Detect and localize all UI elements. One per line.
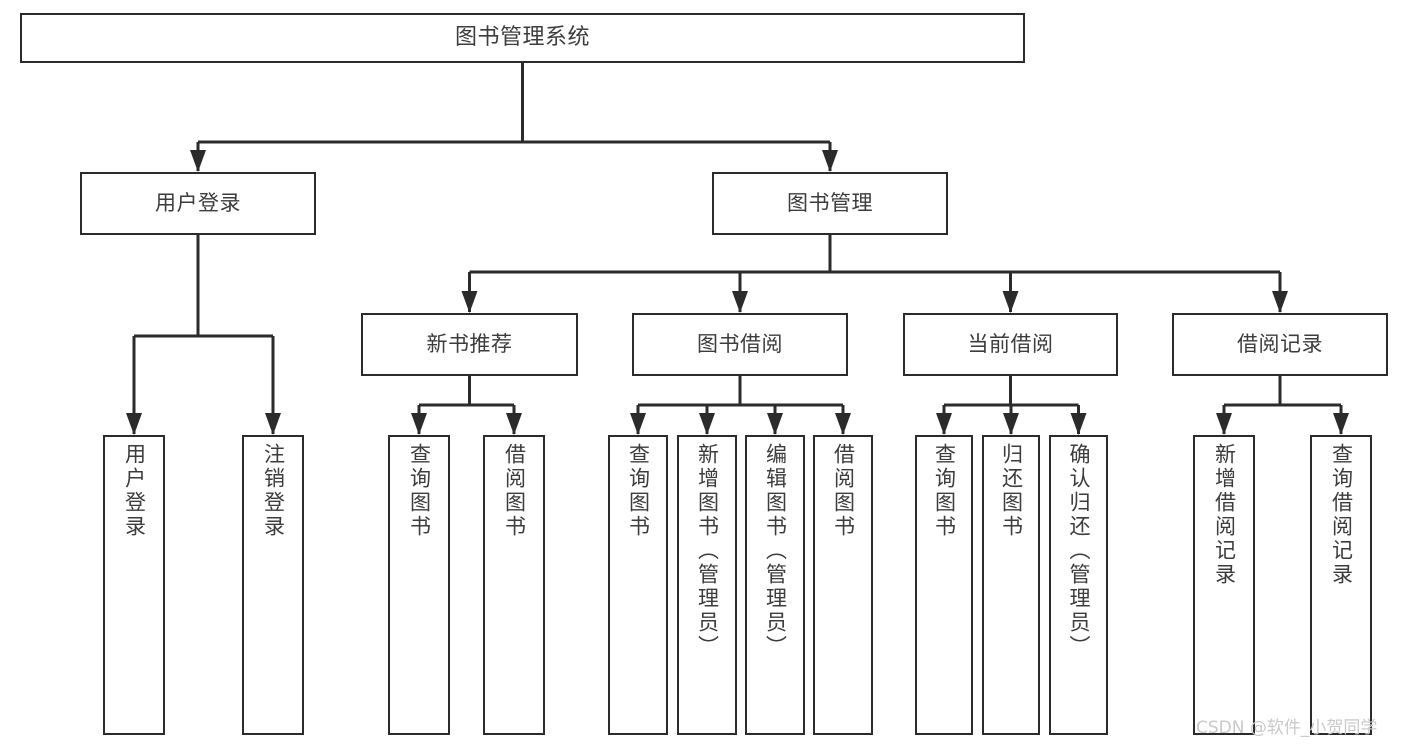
node-n1[interactable]: 查询图书: [388, 435, 450, 735]
arrow-head: [732, 291, 748, 313]
node-n2[interactable]: 借阅图书: [483, 435, 545, 735]
node-l1[interactable]: 用户登录: [103, 435, 165, 735]
arrow-head: [1272, 291, 1288, 313]
node-b4[interactable]: 借阅图书: [813, 435, 873, 735]
node-c1[interactable]: 查询图书: [915, 435, 973, 735]
node-label: 确认归还（管理员）: [1067, 443, 1091, 659]
arrow-head: [767, 413, 783, 435]
node-l2[interactable]: 注销登录: [242, 435, 304, 735]
node-label: 新增图书（管理员）: [695, 443, 720, 659]
node-label: 图书管理系统: [454, 24, 590, 50]
watermark: CSDN @软件_小贺同学: [1196, 718, 1378, 738]
arrow-head: [461, 291, 478, 313]
node-borrow[interactable]: 图书借阅: [632, 313, 848, 376]
arrow-head: [699, 413, 715, 435]
arrow-head: [1216, 413, 1232, 435]
node-c3[interactable]: 确认归还（管理员）: [1049, 435, 1108, 735]
node-newbook[interactable]: 新书推荐: [361, 313, 578, 376]
node-label: 编辑图书（管理员）: [763, 443, 788, 659]
arrow-head: [126, 413, 142, 435]
node-label: 查询图书: [626, 443, 651, 539]
node-label: 借阅记录: [1237, 331, 1323, 356]
arrow-head: [630, 413, 646, 435]
node-label: 用户登录: [155, 190, 241, 215]
node-label: 借阅图书: [502, 443, 527, 539]
node-label: 用户登录: [122, 443, 147, 539]
node-label: 图书借阅: [697, 331, 783, 356]
node-label: 注销登录: [261, 443, 286, 539]
node-label: 查询借阅记录: [1329, 443, 1354, 587]
node-b3[interactable]: 编辑图书（管理员）: [745, 435, 805, 735]
node-label: 查询图书: [407, 443, 432, 539]
arrow-head: [835, 413, 851, 435]
node-label: 新增借阅记录: [1212, 443, 1237, 587]
node-label: 归还图书: [999, 443, 1024, 539]
node-bookmgmt[interactable]: 图书管理: [712, 172, 948, 235]
node-b1[interactable]: 查询图书: [608, 435, 668, 735]
arrow-head: [190, 150, 206, 172]
arrow-head: [1002, 291, 1019, 313]
node-label: 查询图书: [932, 443, 957, 539]
node-b2[interactable]: 新增图书（管理员）: [677, 435, 737, 735]
node-r2[interactable]: 查询借阅记录: [1310, 435, 1372, 735]
node-r1[interactable]: 新增借阅记录: [1193, 435, 1255, 735]
node-current[interactable]: 当前借阅: [903, 313, 1118, 376]
arrow-head: [1003, 413, 1019, 435]
arrow-head: [506, 413, 522, 435]
node-login[interactable]: 用户登录: [80, 172, 316, 235]
node-label: 新书推荐: [426, 331, 513, 356]
arrow-head: [1070, 413, 1087, 435]
node-root[interactable]: 图书管理系统: [20, 13, 1025, 63]
node-label: 图书管理: [787, 190, 873, 215]
node-label: 借阅图书: [831, 443, 856, 539]
arrow-head: [411, 413, 427, 435]
arrow-head: [822, 150, 838, 172]
arrow-head: [936, 413, 952, 435]
node-c2[interactable]: 归还图书: [982, 435, 1040, 735]
node-label: 当前借阅: [967, 331, 1054, 356]
arrow-head: [1333, 413, 1349, 435]
node-records[interactable]: 借阅记录: [1172, 313, 1388, 376]
arrow-head: [265, 413, 281, 435]
